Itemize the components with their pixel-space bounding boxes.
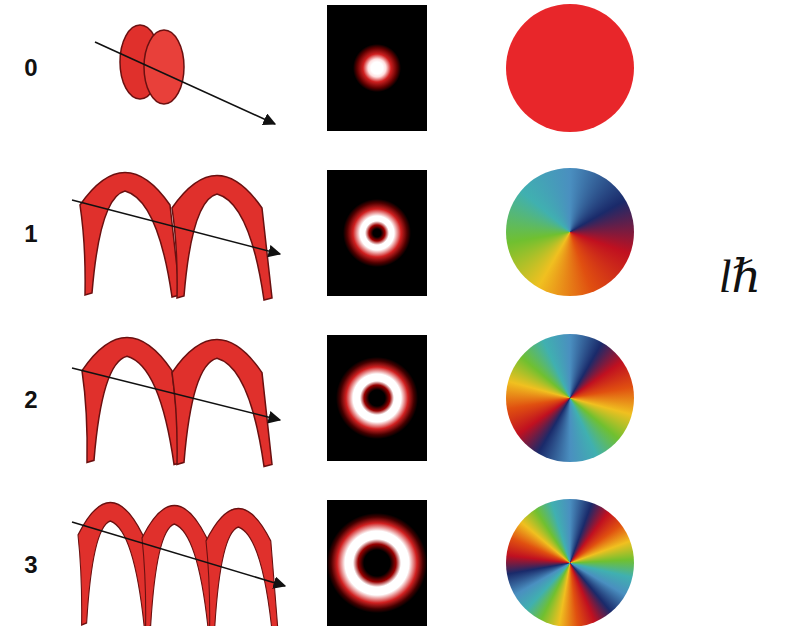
wavefront-hump — [78, 503, 150, 626]
wavefront-hump — [142, 506, 214, 626]
mode-number: 0 — [24, 54, 37, 82]
intensity-profile — [327, 500, 427, 626]
mode-number: 1 — [24, 220, 37, 248]
phase-profile — [506, 499, 634, 626]
mode-number: 3 — [24, 551, 37, 579]
wavefront-hump — [82, 337, 182, 464]
angular-momentum-symbol: lℏ — [719, 249, 761, 303]
mode-number: 2 — [24, 386, 37, 414]
propagation-arrow — [72, 368, 280, 420]
phase-profile — [506, 168, 634, 296]
propagation-arrow — [72, 200, 280, 254]
propagation-arrow — [95, 42, 275, 124]
wavefront-hump — [80, 173, 180, 298]
wavefront-hump — [206, 509, 278, 626]
phase-profile — [506, 334, 634, 462]
intensity-profile — [327, 335, 427, 461]
intensity-profile — [327, 170, 427, 296]
propagation-arrow — [72, 522, 285, 586]
wavefront-hump — [172, 176, 272, 301]
wavefront-hump — [172, 339, 272, 466]
intensity-profile — [327, 5, 427, 131]
phase-profile — [506, 4, 634, 132]
